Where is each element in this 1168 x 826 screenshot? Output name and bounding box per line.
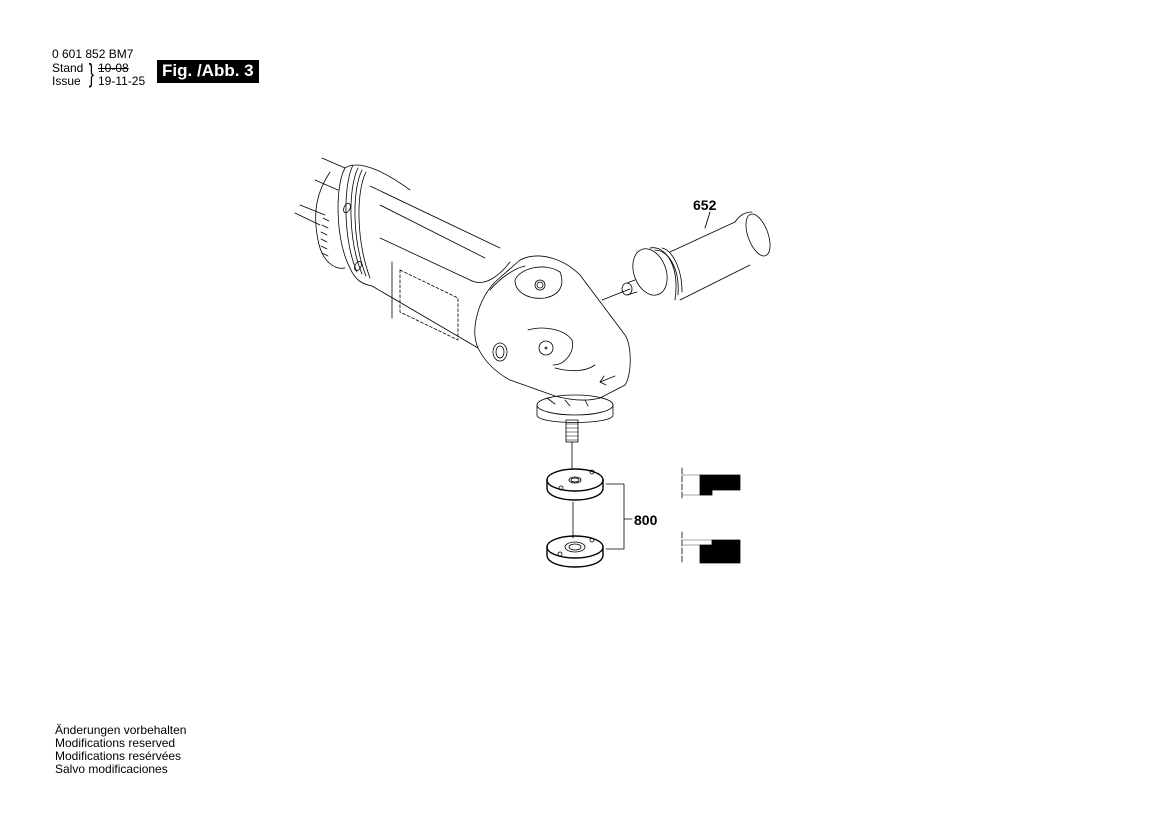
footer-disclaimer: Änderungen vorbehalten Modifications res… [55, 724, 186, 776]
disclaimer-es: Salvo modificaciones [55, 762, 168, 776]
disclaimer-fr: Modifications resérvées [55, 749, 182, 763]
callout-652: 652 [693, 197, 717, 213]
disclaimer-de: Änderungen vorbehalten [55, 723, 187, 737]
revision-labels: Stand Issue [52, 62, 92, 88]
part-number: 0 601 852 BM7 [52, 47, 134, 61]
issue-date: 19-11-25 [98, 74, 146, 88]
angle-grinder-drawing [294, 157, 631, 443]
figure-label: Fig. /Abb. 3 [157, 60, 259, 83]
flange-section-symbols [681, 467, 741, 565]
flange-nuts-drawing [546, 441, 633, 568]
disclaimer-en: Modifications reserved [55, 736, 176, 750]
stand-date: 10-08 [98, 61, 129, 75]
stand-label: Stand [52, 61, 84, 75]
revision-dates: 10-08 19-11-25 [98, 62, 158, 88]
auxiliary-handle-drawing [601, 211, 771, 301]
brace-icon: } [88, 58, 94, 88]
issue-label: Issue [52, 74, 81, 88]
callout-800: 800 [634, 512, 658, 528]
